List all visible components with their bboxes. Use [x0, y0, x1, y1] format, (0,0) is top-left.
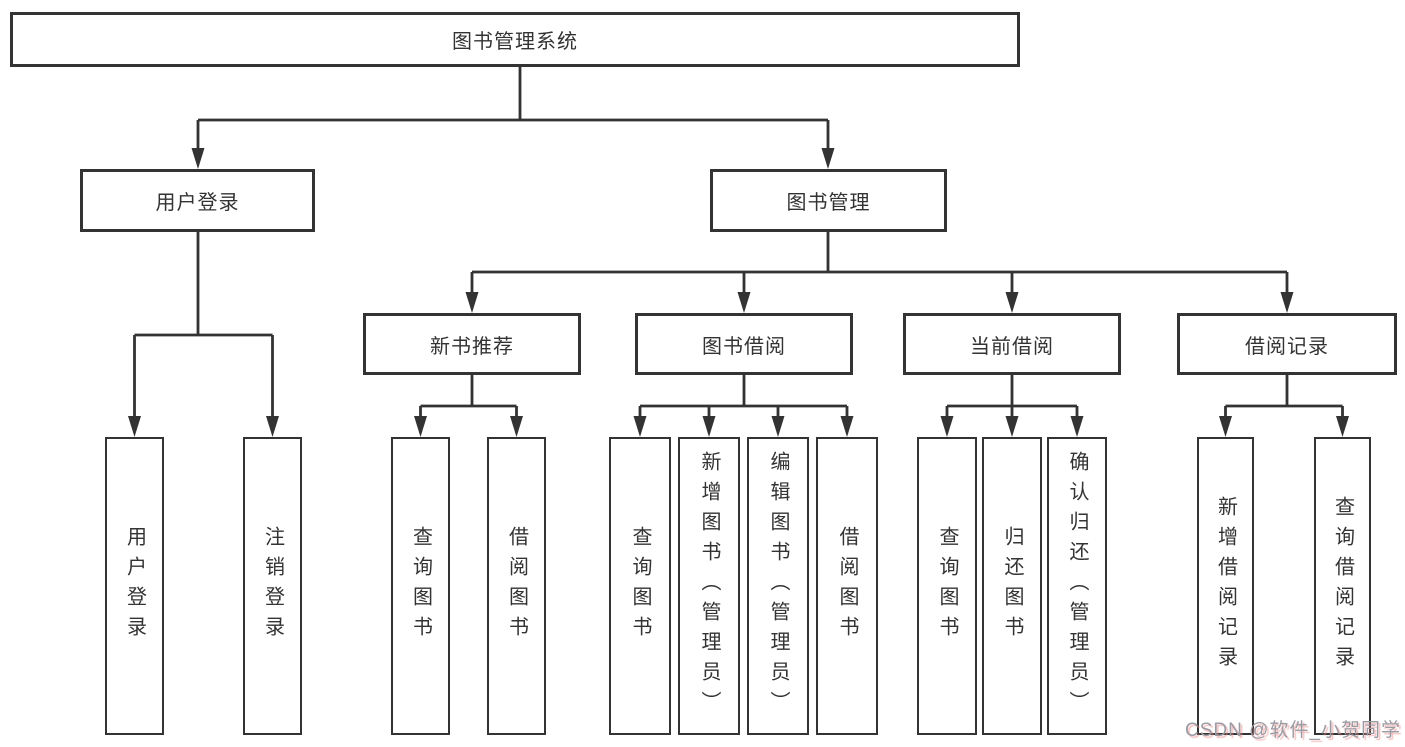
- node-borrow-record: 借阅记录: [1177, 313, 1397, 375]
- leaf-record-query-record: 查询借阅记录: [1314, 437, 1371, 735]
- leaf-user-login: 用户登录: [105, 437, 164, 735]
- node-user-login: 用户登录: [80, 169, 315, 232]
- node-book-borrow: 图书借阅: [635, 313, 853, 375]
- leaf-borrow-borrow-book-label: 借阅图书: [836, 526, 858, 646]
- leaf-current-query-book: 查询图书: [917, 437, 977, 735]
- leaf-borrow-query-book: 查询图书: [609, 437, 671, 735]
- node-root: 图书管理系统: [10, 12, 1020, 67]
- leaf-current-return-book-label: 归还图书: [1001, 526, 1023, 646]
- leaf-borrow-query-book-label: 查询图书: [629, 526, 651, 646]
- leaf-logout: 注销登录: [243, 437, 302, 735]
- leaf-record-query-record-label: 查询借阅记录: [1331, 496, 1354, 676]
- leaf-current-query-book-label: 查询图书: [936, 526, 958, 646]
- node-book-management: 图书管理: [710, 169, 947, 232]
- leaf-borrow-edit-book-admin-label: 编辑图书（管理员）: [767, 451, 789, 721]
- leaf-current-return-book: 归还图书: [982, 437, 1042, 735]
- leaf-borrow-add-book-admin-label: 新增图书（管理员）: [698, 451, 720, 721]
- leaf-record-add-record: 新增借阅记录: [1197, 437, 1254, 735]
- leaf-recommend-borrow-book-label: 借阅图书: [505, 526, 528, 646]
- node-current-borrow: 当前借阅: [903, 313, 1121, 375]
- csdn-watermark: CSDN @软件_小贺同学: [1185, 720, 1401, 741]
- leaf-user-login-label: 用户登录: [123, 526, 146, 646]
- leaf-recommend-borrow-book: 借阅图书: [487, 437, 546, 735]
- leaf-borrow-edit-book-admin: 编辑图书（管理员）: [747, 437, 809, 735]
- leaf-logout-label: 注销登录: [261, 526, 284, 646]
- leaf-borrow-add-book-admin: 新增图书（管理员）: [678, 437, 740, 735]
- leaf-current-confirm-return-admin: 确认归还（管理员）: [1047, 437, 1107, 735]
- leaf-record-add-record-label: 新增借阅记录: [1214, 496, 1237, 676]
- leaf-borrow-borrow-book: 借阅图书: [816, 437, 878, 735]
- node-new-book-recommend: 新书推荐: [363, 313, 581, 375]
- leaf-recommend-query-book-label: 查询图书: [409, 526, 432, 646]
- leaf-recommend-query-book: 查询图书: [391, 437, 450, 735]
- leaf-current-confirm-return-admin-label: 确认归还（管理员）: [1066, 451, 1088, 721]
